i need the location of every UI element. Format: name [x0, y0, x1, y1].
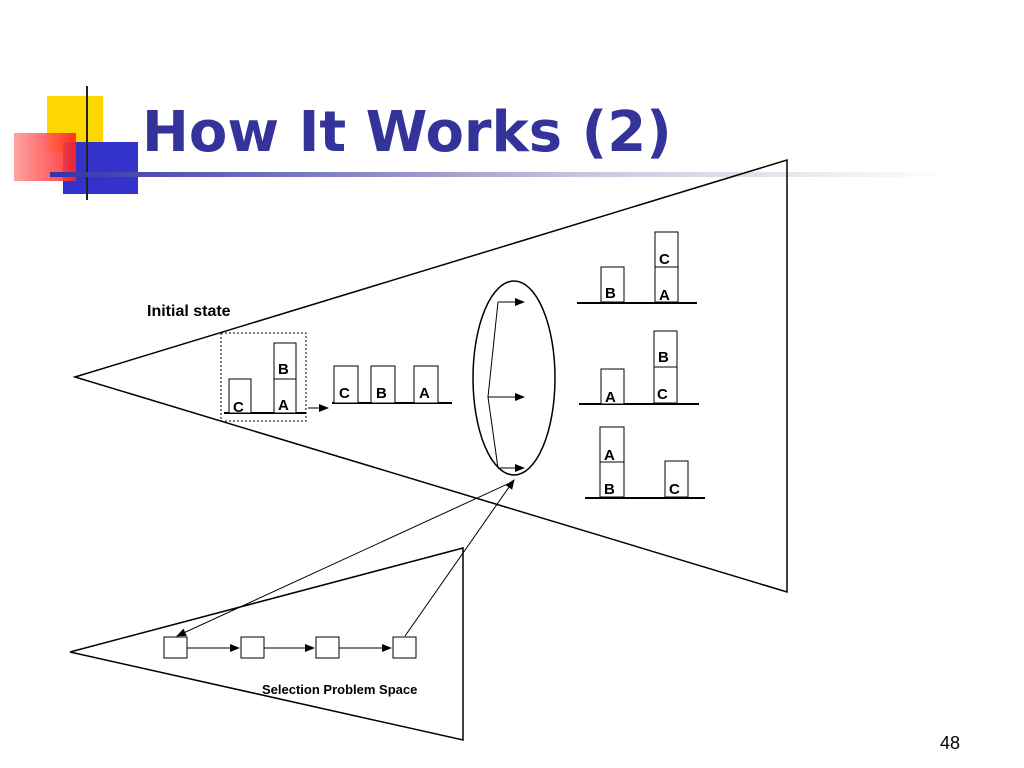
- selection-state-box: [240, 636, 265, 659]
- block-label: A: [659, 287, 670, 304]
- block: A: [413, 365, 439, 404]
- selection-state-box: [315, 636, 340, 659]
- main-problem-space-triangle: [72, 158, 788, 594]
- block: C: [653, 366, 678, 404]
- link-ellipse-to-selection: [176, 481, 513, 637]
- block-label: B: [278, 361, 289, 378]
- block-label: C: [669, 481, 680, 498]
- title-underline: [50, 172, 950, 177]
- operator-choice-ellipse: [472, 280, 556, 476]
- block-label: B: [376, 385, 387, 402]
- block-label: A: [278, 397, 289, 414]
- block: C: [333, 365, 359, 404]
- page-number: 48: [940, 733, 961, 753]
- selection-space-label: Selection Problem Space: [262, 682, 418, 697]
- block: B: [273, 342, 297, 380]
- block: C: [664, 460, 689, 498]
- branch-line: [487, 301, 499, 469]
- initial-state-label: Initial state: [147, 303, 231, 320]
- block: A: [654, 266, 679, 304]
- slide-title: How It Works (2): [142, 100, 672, 165]
- block-label: A: [604, 447, 615, 464]
- block: A: [600, 368, 625, 406]
- block: A: [273, 378, 297, 414]
- block-label: B: [604, 481, 615, 498]
- block-label: A: [605, 389, 616, 406]
- block: B: [653, 330, 678, 368]
- block-label: C: [339, 385, 350, 402]
- link-selection-to-ellipse: [404, 479, 515, 637]
- block-label: B: [605, 285, 616, 302]
- selection-state-box: [392, 636, 417, 659]
- block-label: B: [658, 349, 669, 366]
- block-label: C: [659, 251, 670, 268]
- selection-problem-space-triangle: [69, 547, 464, 741]
- selection-state-box: [163, 636, 188, 659]
- block: C: [228, 378, 252, 416]
- block-label: C: [233, 399, 244, 416]
- block-label: C: [657, 386, 668, 403]
- block-label: A: [419, 385, 430, 402]
- block: B: [370, 365, 396, 404]
- initial-state-box: [220, 332, 307, 422]
- block: C: [654, 231, 679, 268]
- block: B: [599, 461, 625, 498]
- block: B: [600, 266, 625, 303]
- block: A: [599, 426, 625, 464]
